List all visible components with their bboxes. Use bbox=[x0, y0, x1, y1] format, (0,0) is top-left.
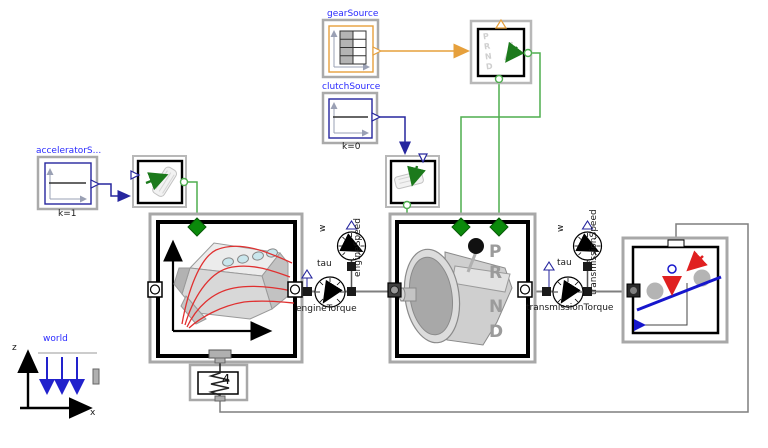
wire-selector-right-to-transmission[interactable] bbox=[460, 52, 541, 219]
engine-icon bbox=[163, 239, 295, 341]
engine-speed-sensor[interactable] bbox=[338, 219, 366, 296]
world-label: world bbox=[43, 334, 68, 344]
transmission-torque-label: transmissionTorque bbox=[526, 303, 614, 313]
gravity-arrows-icon bbox=[39, 357, 85, 395]
world-axis-z-label: z bbox=[12, 343, 17, 353]
constant-plot-icon bbox=[330, 102, 369, 137]
flange-connector-right[interactable] bbox=[517, 281, 533, 298]
gear-selector-block[interactable] bbox=[469, 18, 533, 85]
input-connector[interactable] bbox=[418, 153, 428, 164]
wire-mount-to-vehicle[interactable] bbox=[219, 223, 749, 413]
spring-icon bbox=[208, 360, 230, 400]
wire-accpedal-to-engine[interactable] bbox=[187, 181, 198, 219]
signal-connector[interactable] bbox=[345, 219, 358, 230]
output-connector-bottom[interactable] bbox=[494, 74, 504, 84]
world-axes-icon bbox=[17, 349, 93, 419]
gear-letter-D: D bbox=[489, 322, 504, 342]
gear-letter-N: N bbox=[489, 297, 504, 317]
engine-torque-sensor[interactable] bbox=[301, 268, 345, 307]
gear-letter-R: R bbox=[489, 263, 503, 283]
wire-clutch-signal[interactable] bbox=[380, 116, 411, 155]
clutch-source-block[interactable] bbox=[321, 91, 382, 145]
selector-letter-N: N bbox=[484, 51, 493, 62]
transmission-torque-symbol: tau bbox=[557, 258, 572, 268]
flange-connector-left[interactable] bbox=[387, 282, 402, 298]
output-connector[interactable] bbox=[371, 112, 382, 122]
accelerator-source-param: k=1 bbox=[58, 209, 77, 219]
signal-connector[interactable] bbox=[581, 219, 594, 230]
accelerator-source-block[interactable] bbox=[36, 155, 101, 211]
green-arrow-icon bbox=[505, 41, 525, 63]
support-connector-top[interactable] bbox=[667, 239, 685, 248]
green-arrow-icon bbox=[145, 172, 169, 191]
world-frame[interactable] bbox=[17, 349, 100, 419]
table-icon bbox=[330, 30, 370, 71]
input-connector[interactable] bbox=[130, 170, 141, 180]
cylinders-icon bbox=[222, 248, 278, 267]
transmission-speed-sensor[interactable] bbox=[574, 219, 602, 296]
engine-block[interactable] bbox=[147, 212, 304, 364]
engine-torque-label: engineTorque bbox=[296, 304, 357, 314]
shift-lever-icon bbox=[466, 238, 484, 273]
vehicle-block[interactable] bbox=[621, 236, 729, 344]
transmission-torque-sensor[interactable] bbox=[542, 260, 583, 307]
torque-curves-icon bbox=[181, 245, 295, 329]
mount-value: 4 bbox=[222, 373, 231, 388]
control-bus-connector[interactable] bbox=[187, 217, 207, 237]
gear-bus-connector-left[interactable] bbox=[451, 217, 471, 237]
output-connector[interactable] bbox=[372, 46, 383, 56]
engine-support-connector[interactable] bbox=[208, 349, 232, 359]
accelerator-pedal-block[interactable] bbox=[130, 155, 189, 208]
clutch-pedal-block[interactable] bbox=[385, 153, 440, 210]
linkage-lines bbox=[641, 283, 688, 326]
gear-source-label: gearSource bbox=[327, 9, 379, 19]
input-connector-top[interactable] bbox=[494, 18, 508, 29]
flange-connector-left[interactable] bbox=[147, 281, 163, 298]
gear-source-block[interactable] bbox=[321, 18, 383, 79]
green-arrow-icon bbox=[407, 165, 426, 187]
output-connector-right[interactable] bbox=[523, 48, 533, 58]
constant-plot-icon bbox=[46, 168, 87, 203]
output-connector[interactable] bbox=[179, 177, 189, 187]
flange-connector-right[interactable] bbox=[287, 281, 303, 298]
transmission-speed-label: transmissionSpeed bbox=[589, 209, 599, 295]
world-axis-x-label: x bbox=[90, 408, 96, 418]
selector-letter-P: P bbox=[482, 31, 490, 42]
torque-converter-icon bbox=[398, 248, 513, 346]
mount-top-connector[interactable] bbox=[214, 357, 226, 364]
world-connector[interactable] bbox=[92, 368, 100, 385]
engine-mount-block[interactable] bbox=[188, 357, 249, 402]
gear-letter-P: P bbox=[489, 242, 502, 262]
selector-letter-D: D bbox=[485, 61, 494, 72]
flange-connector-left[interactable] bbox=[626, 283, 641, 298]
direction-triangle-icon bbox=[634, 319, 646, 331]
signal-connector[interactable] bbox=[543, 260, 555, 271]
output-connector[interactable] bbox=[90, 179, 101, 189]
slope-force-arrow-icon bbox=[686, 250, 708, 272]
engine-speed-label: engineSpeed bbox=[353, 218, 363, 277]
mount-bottom-connector[interactable] bbox=[214, 395, 226, 402]
wheel-icon bbox=[646, 282, 664, 300]
transmission-speed-symbol: w bbox=[556, 224, 566, 232]
transmission-block[interactable] bbox=[387, 212, 537, 364]
mass-point-icon bbox=[667, 264, 677, 274]
engine-speed-symbol: w bbox=[318, 224, 328, 232]
wire-accelerator-signal[interactable] bbox=[99, 183, 131, 202]
engine-torque-symbol: tau bbox=[317, 259, 332, 269]
accelerator-source-label: acceleratorS... bbox=[36, 146, 102, 156]
clutch-source-label: clutchSource bbox=[322, 82, 381, 92]
clutch-source-param: k=0 bbox=[342, 142, 361, 152]
output-connector[interactable] bbox=[402, 200, 412, 210]
selector-letter-R: R bbox=[483, 41, 491, 52]
gear-bus-connector-right[interactable] bbox=[489, 217, 509, 237]
